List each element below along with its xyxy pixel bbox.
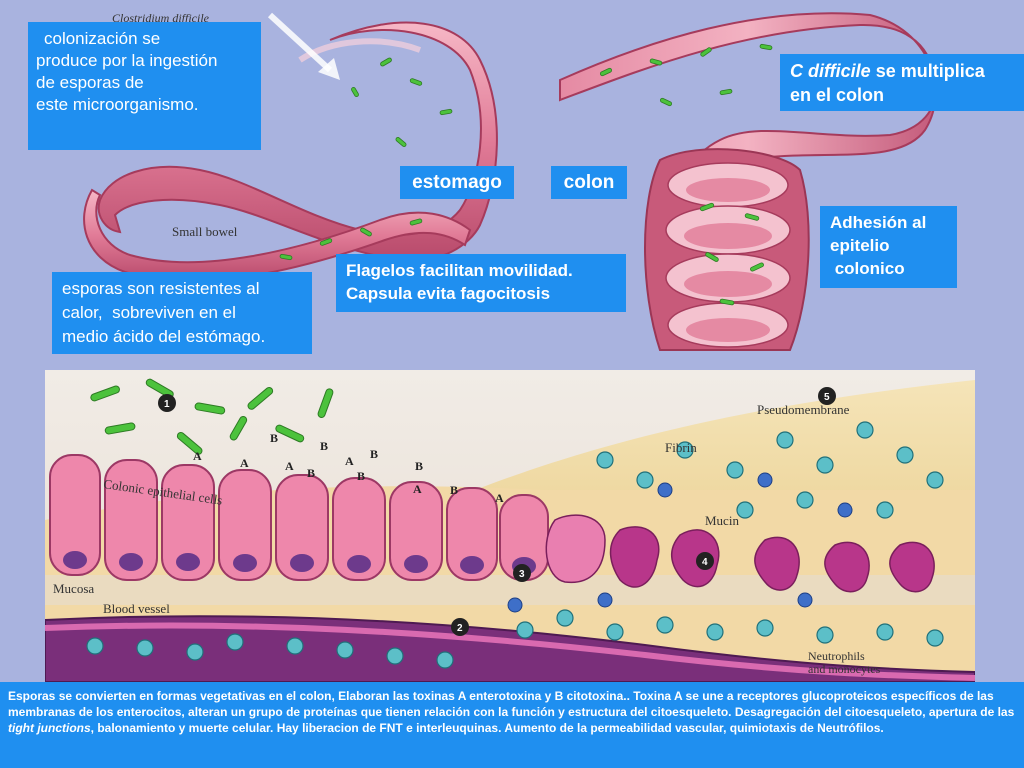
monocytes-label: and monocytes: [808, 662, 881, 676]
spores-callout: esporas son resistentes al calor, sobrev…: [52, 272, 312, 354]
toxin-a-label: A: [193, 449, 202, 463]
spores-line-3: medio ácido del estómago.: [62, 325, 302, 349]
colonization-line-4: este microorganismo.: [36, 94, 253, 116]
colonization-callout: colonización se produce por la ingestión…: [28, 22, 261, 150]
step-3-label: 3: [519, 569, 525, 580]
multiplication-text: se multiplica: [871, 61, 985, 81]
mucosa-label: Mucosa: [53, 581, 94, 596]
colonization-line-1: colonización se: [36, 28, 253, 50]
flagella-line-1: Flagelos facilitan movilidad.: [346, 259, 616, 282]
toxin-b-label: B: [415, 459, 423, 473]
flagella-callout: Flagelos facilitan movilidad. Capsula ev…: [336, 254, 626, 312]
colonic-mucosa-illustration: A A B A B B A B B B A B A 1 2 3: [45, 370, 975, 682]
adhesion-line-2: epitelio: [830, 234, 947, 257]
step-2-label: 2: [457, 623, 463, 634]
toxin-b-label: B: [320, 439, 328, 453]
pseudomembrane-label: Pseudomembrane: [757, 402, 850, 417]
colonization-line-3: de esporas de: [36, 72, 253, 94]
toxin-b-label: B: [307, 466, 315, 480]
adhesion-line-3: colonico: [830, 257, 947, 280]
neutrophils-label: Neutrophils: [808, 649, 865, 663]
toxin-b-label: B: [370, 447, 378, 461]
mucin-label: Mucin: [705, 513, 739, 528]
multiplication-callout: C difficile se multiplica en el colon: [780, 54, 1024, 111]
small-bowel-label: Small bowel: [172, 224, 238, 239]
pathogenesis-text-part-2: , balonamiento y muerte celular. Hay lib…: [91, 721, 884, 735]
toxin-a-label: A: [240, 456, 249, 470]
toxin-a-label: A: [345, 454, 354, 468]
toxin-a-label: A: [413, 482, 422, 496]
step-4-label: 4: [702, 557, 708, 568]
adhesion-callout: Adhesión al epitelio colonico: [820, 206, 957, 288]
toxin-b-label: B: [357, 469, 365, 483]
step-1-label: 1: [164, 399, 170, 410]
estomago-tag: estomago: [400, 166, 514, 199]
adhesion-line-1: Adhesión al: [830, 211, 947, 234]
flagella-line-2: Capsula evita fagocitosis: [346, 282, 616, 305]
species-name-italic: C difficile: [790, 61, 871, 81]
colon-tag: colon: [551, 166, 627, 199]
toxin-a-label: A: [495, 491, 504, 505]
pathogenesis-description: Esporas se convierten en formas vegetati…: [0, 682, 1024, 768]
colonization-line-2: produce por la ingestión: [36, 50, 253, 72]
pathogenesis-text: Esporas se convierten en formas vegetati…: [8, 689, 1014, 735]
toxin-b-label: B: [270, 431, 278, 445]
multiplication-line-2: en el colon: [790, 83, 1014, 107]
spores-line-1: esporas son resistentes al: [62, 277, 302, 301]
toxin-a-label: A: [285, 459, 294, 473]
fibrin-label: Fibrin: [665, 440, 697, 455]
blood-vessel-label: Blood vessel: [103, 601, 170, 616]
spores-line-2: calor, sobreviven en el: [62, 301, 302, 325]
toxin-b-label: B: [450, 483, 458, 497]
multiplication-line-1: C difficile se multiplica: [790, 59, 1014, 83]
tight-junctions-italic: tight junctions: [8, 721, 91, 735]
pathogenesis-text-part-1: Esporas se convierten en formas vegetati…: [8, 689, 1014, 719]
ingestion-arrow: [270, 15, 330, 70]
